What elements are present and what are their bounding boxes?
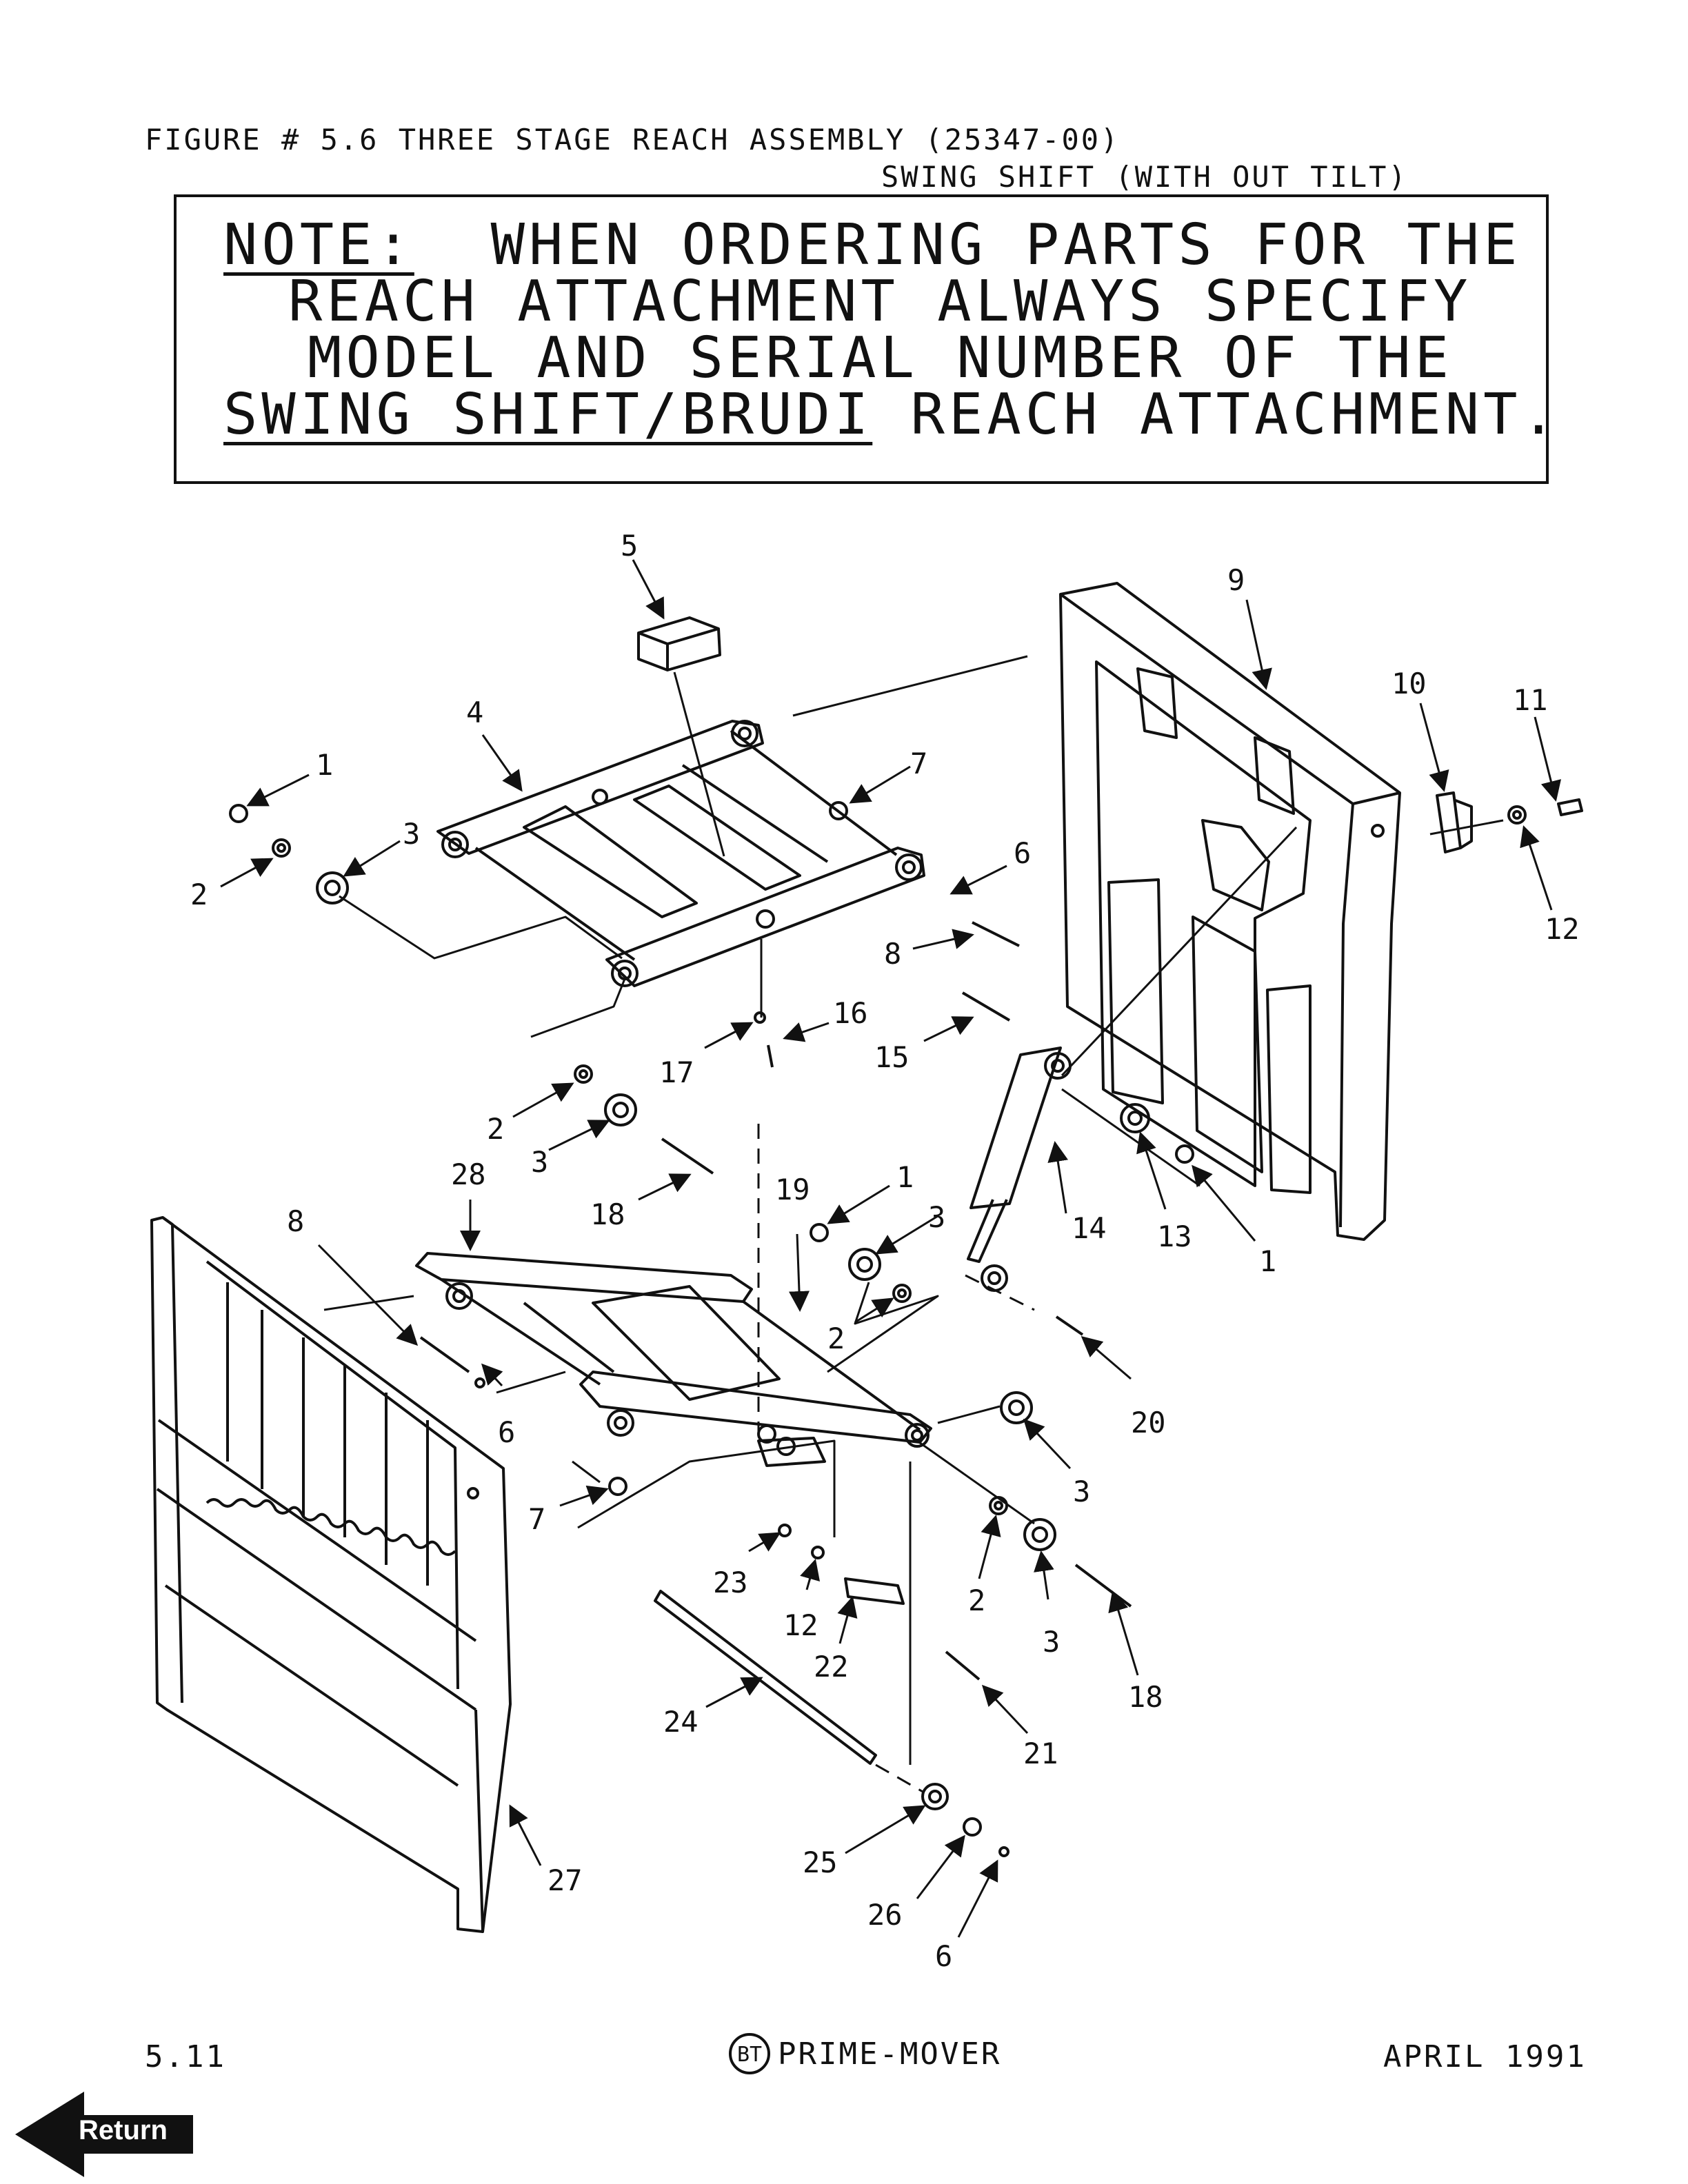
- callout-17: 17: [659, 1055, 694, 1089]
- publish-date: APRIL 1991: [1383, 2039, 1587, 2074]
- hardware: [229, 798, 1583, 1857]
- callout-18: 18: [590, 1197, 625, 1231]
- left-arrow-icon: [15, 2092, 193, 2177]
- note-line-4: SWING SHIFT/BRUDI REACH ATTACHMENT.: [223, 382, 1560, 447]
- callout-22: 22: [814, 1650, 849, 1684]
- callout-2: 2: [487, 1112, 504, 1146]
- callout-15: 15: [874, 1040, 910, 1074]
- leader-lines: [323, 655, 1504, 1794]
- note-line-1: NOTE: WHEN ORDERING PARTS FOR THE: [223, 212, 1522, 278]
- callout-18: 18: [1128, 1680, 1163, 1714]
- callout-3: 3: [928, 1200, 945, 1234]
- callout-3: 3: [1043, 1625, 1060, 1659]
- callout-3: 3: [531, 1145, 548, 1179]
- callout-7: 7: [528, 1502, 545, 1536]
- note-line-4-text: REACH ATTACHMENT.: [872, 382, 1560, 447]
- note-line-3: MODEL AND SERIAL NUMBER OF THE: [308, 325, 1454, 391]
- callout-14: 14: [1072, 1211, 1107, 1245]
- callout-arrows: [220, 559, 1562, 1938]
- brand-logo-text: BT: [737, 2043, 762, 2067]
- callout-2: 2: [190, 878, 208, 911]
- hinge-bracket: [1436, 791, 1473, 853]
- callout-2: 2: [968, 1584, 985, 1617]
- figure-subtitle: SWING SHIFT (WITH OUT TILT): [881, 160, 1408, 194]
- callout-28: 28: [451, 1157, 486, 1191]
- note-label: NOTE:: [223, 212, 414, 278]
- callout-23: 23: [713, 1566, 748, 1599]
- exploded-parts-diagram: 5 9 10 11 4 1 7 3 6 2 12 8 16 17 15 2 3 …: [150, 529, 1583, 1973]
- bt-logo-icon: BT: [729, 2033, 770, 2074]
- callout-3: 3: [403, 817, 420, 851]
- callout-12: 12: [1545, 912, 1580, 946]
- callout-1: 1: [1259, 1244, 1276, 1278]
- note-product-name: SWING SHIFT/BRUDI: [223, 382, 873, 447]
- callout-6: 6: [935, 1939, 952, 1973]
- callout-labels: 5 9 10 11 4 1 7 3 6 2 12 8 16 17 15 2 3 …: [190, 529, 1580, 1973]
- ordering-note: NOTE: WHEN ORDERING PARTS FOR THE REACH …: [174, 194, 1556, 484]
- callout-1: 1: [896, 1160, 914, 1194]
- callout-6: 6: [498, 1415, 515, 1449]
- callout-9: 9: [1227, 563, 1245, 597]
- callout-2: 2: [827, 1322, 845, 1355]
- reach-arm-middle: [415, 1252, 932, 1467]
- callout-8: 8: [287, 1204, 304, 1238]
- callout-21: 21: [1023, 1737, 1058, 1770]
- note-line-2: REACH ATTACHMENT ALWAYS SPECIFY: [288, 269, 1472, 334]
- figure-title: FIGURE # 5.6 THREE STAGE REACH ASSEMBLY …: [145, 123, 1121, 156]
- brand-name: PRIME-MOVER: [778, 2036, 1002, 2072]
- callout-10: 10: [1391, 667, 1427, 700]
- callout-4: 4: [466, 696, 483, 729]
- wear-block: [637, 616, 721, 671]
- reach-arm-rear: [436, 720, 925, 987]
- callout-16: 16: [833, 996, 868, 1030]
- callout-27: 27: [547, 1863, 583, 1897]
- callout-25: 25: [803, 1846, 838, 1879]
- return-button[interactable]: Return: [15, 2092, 193, 2177]
- callout-20: 20: [1131, 1406, 1166, 1439]
- carriage-plate: [1059, 582, 1401, 1241]
- return-label: Return: [79, 2115, 168, 2145]
- callout-5: 5: [621, 529, 638, 563]
- callout-1: 1: [316, 748, 333, 782]
- callout-26: 26: [867, 1898, 903, 1932]
- callout-19: 19: [775, 1173, 810, 1206]
- callout-8: 8: [884, 937, 901, 971]
- callout-11: 11: [1513, 683, 1548, 717]
- callout-12: 12: [783, 1608, 818, 1642]
- brand: BT PRIME-MOVER: [728, 2032, 1001, 2075]
- callout-13: 13: [1157, 1220, 1192, 1253]
- hydraulic-cylinder: [967, 1046, 1072, 1292]
- long-shaft: [654, 1590, 877, 1765]
- callout-3: 3: [1073, 1475, 1090, 1508]
- callout-6: 6: [1014, 836, 1031, 870]
- front-plate: [150, 1216, 512, 1933]
- callout-24: 24: [663, 1705, 699, 1739]
- note-line-1-text: WHEN ORDERING PARTS FOR THE: [414, 212, 1522, 278]
- callout-7: 7: [910, 747, 927, 780]
- page-number: 5.11: [145, 2039, 226, 2074]
